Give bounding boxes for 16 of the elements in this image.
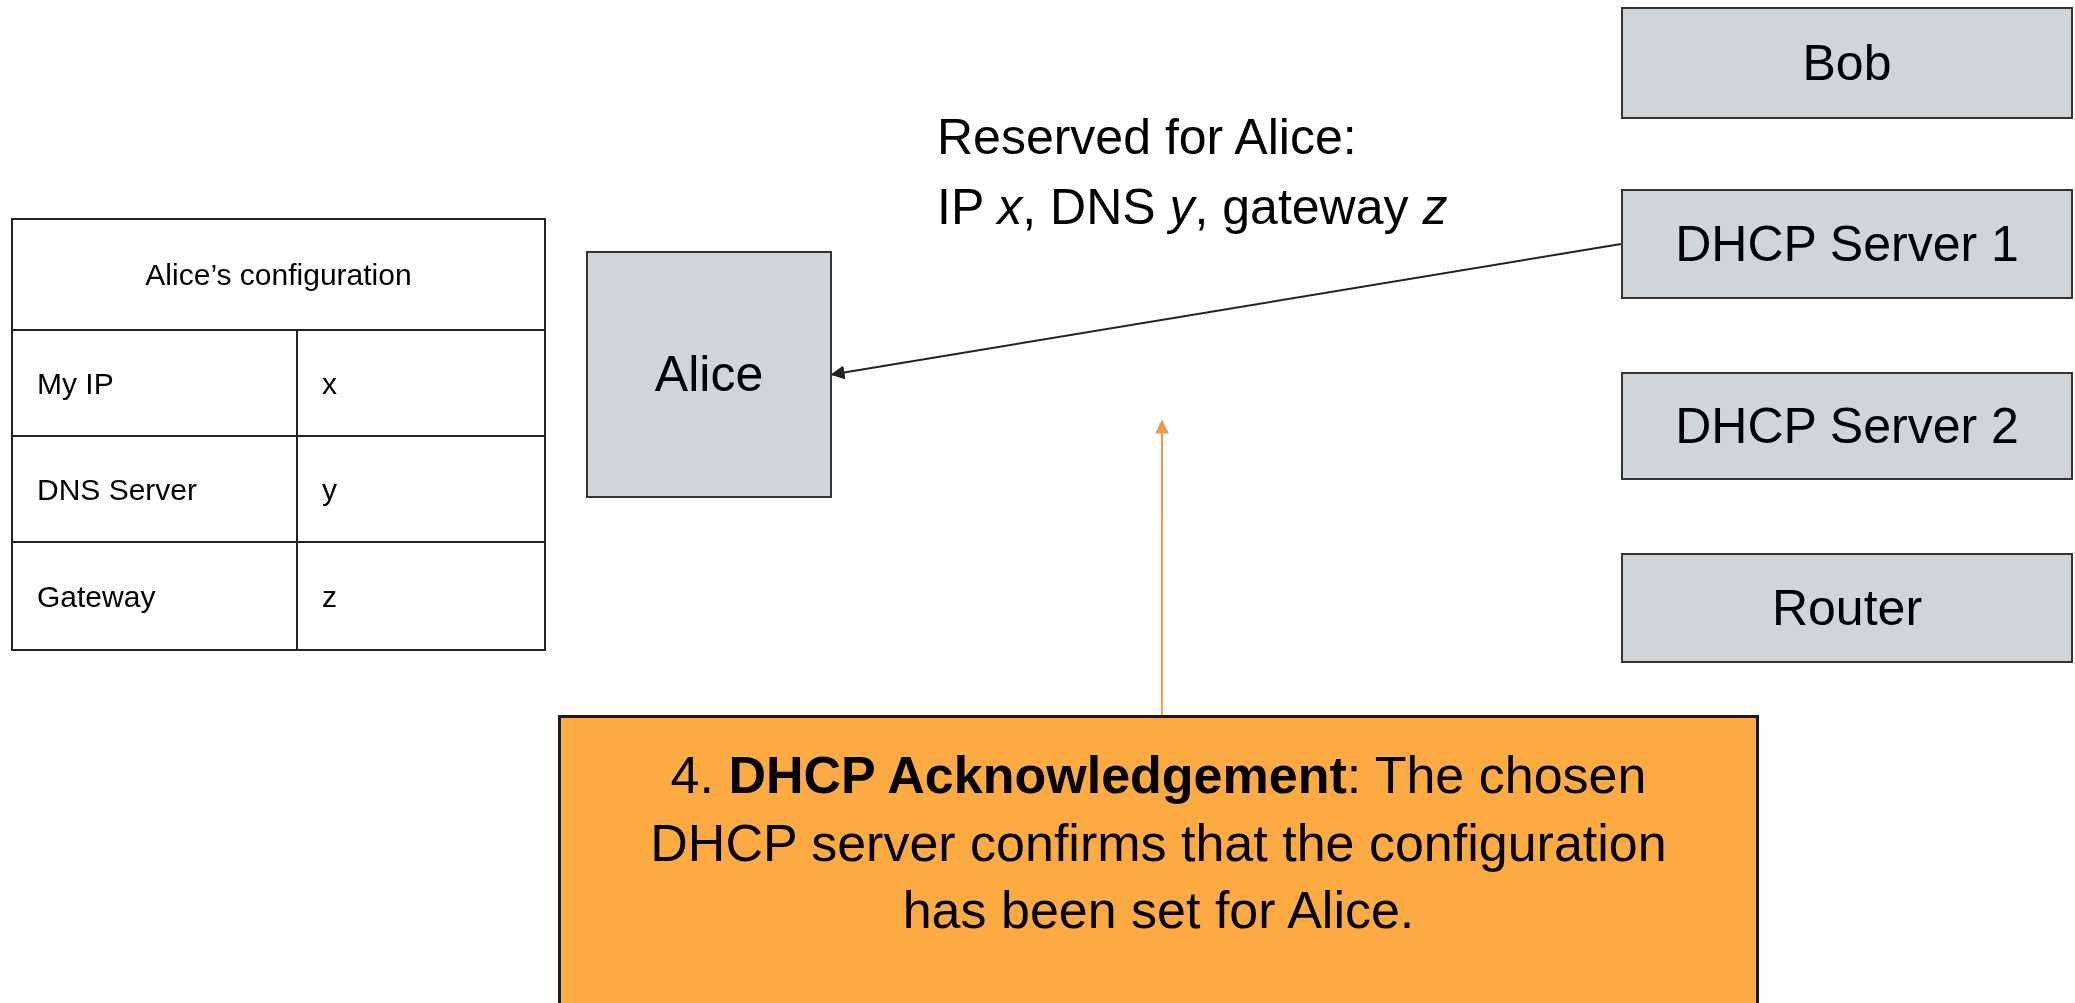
table-cell-text: z [321,578,338,615]
table-cell: DNS Server [13,437,298,541]
table-header-cell: Alice’s configuration [13,220,544,331]
device-box: DHCP Server 2 [1621,372,2073,480]
note-text: IP x, DNS y, gateway z [937,178,1448,237]
device-box: Bob [1621,7,2073,119]
callout-box: 4. DHCP Acknowledgement: The chosen DHCP server confirms that the configuration has been set for Alice. [558,715,1759,1003]
table-cell-text: x [321,365,338,402]
table-cell: My IP [13,331,298,435]
device-box: DHCP Server 1 [1621,189,2073,299]
note-text: Reserved for Alice: [937,108,1358,167]
arrow [1155,419,1169,716]
table-cell: Gateway [13,543,298,649]
device-box: Alice [586,251,832,498]
table-cell-text: y [321,471,338,508]
device-box: Router [1621,553,2073,663]
